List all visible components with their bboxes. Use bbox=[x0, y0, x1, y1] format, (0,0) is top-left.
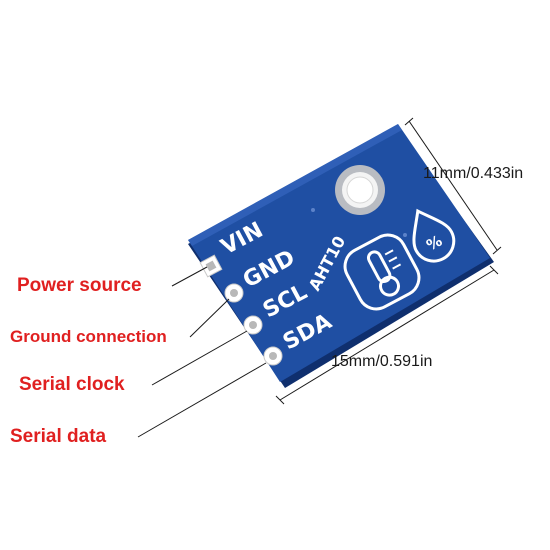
serial-clock-label: Serial clock bbox=[19, 374, 125, 395]
width-dimension-line bbox=[404, 117, 502, 255]
humidity-symbol: % bbox=[423, 232, 445, 255]
pin-pads bbox=[199, 254, 283, 366]
board-highlight bbox=[188, 124, 402, 246]
sensor-board bbox=[188, 124, 490, 382]
thermometer-icon bbox=[343, 233, 421, 311]
humidity-drop-icon: % bbox=[412, 208, 456, 263]
via bbox=[403, 233, 407, 237]
mounting-hole bbox=[335, 165, 385, 215]
ground-connection-label: Ground connection bbox=[10, 327, 167, 346]
length-dimension-label: 15mm/0.591in bbox=[331, 353, 432, 370]
serial-data-label: Serial data bbox=[10, 426, 107, 447]
leader-lines bbox=[137, 266, 267, 438]
length-dimension-line bbox=[275, 265, 499, 405]
power-source-label: Power source bbox=[17, 275, 142, 296]
width-dimension-label: 11mm/0.433in bbox=[423, 165, 523, 182]
via bbox=[311, 208, 315, 212]
